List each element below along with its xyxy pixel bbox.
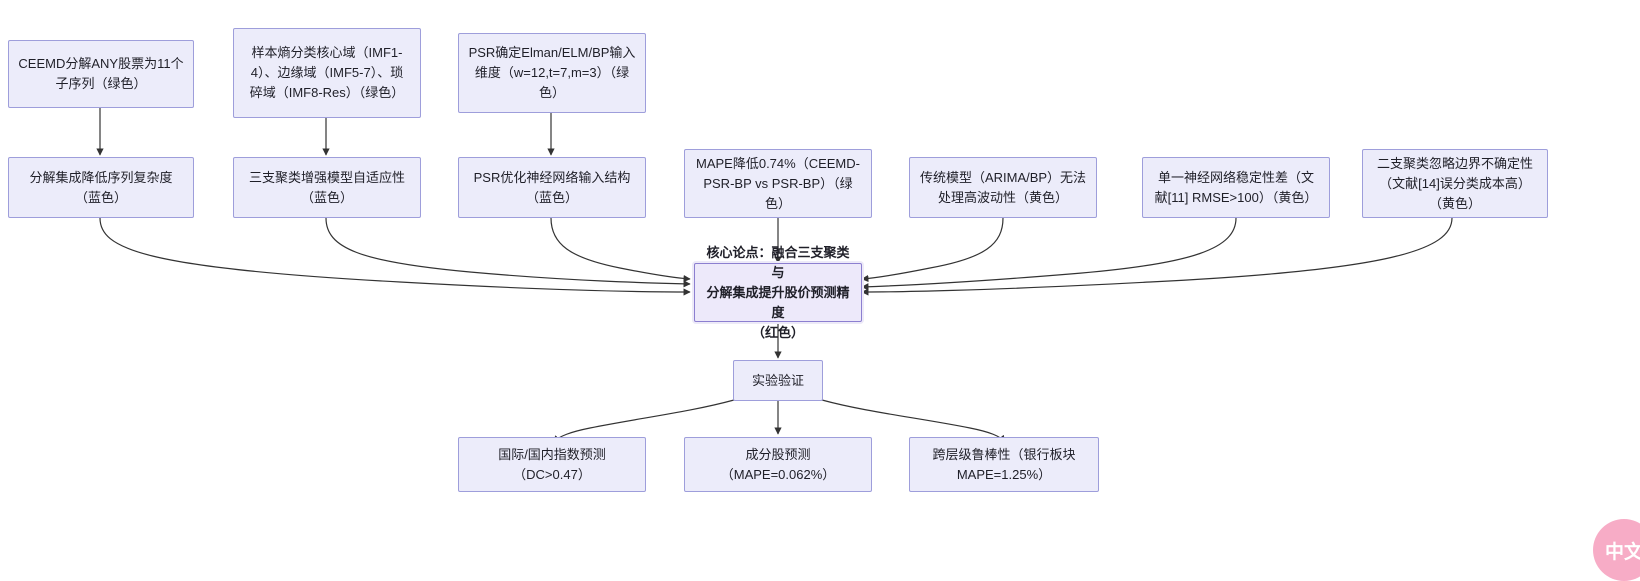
node-mape-improvement[interactable]: MAPE降低0.74%（CEEMD- PSR-BP vs PSR-BP）（绿 色… [684, 149, 872, 218]
node-label: 实验验证 [751, 372, 804, 388]
node-label: 传统模型（ARIMA/BP）无法 处理高波动性（黄色） [919, 169, 1087, 205]
node-core-thesis[interactable]: 核心论点：融合三支聚类与 分解集成提升股价预测精度 （红色） [694, 245, 862, 340]
node-experimental-validation[interactable]: 实验验证 [733, 360, 823, 401]
node-label: 二支聚类忽略边界不确定性 （文献[14]误分类成本高） （黄色） [1376, 155, 1533, 211]
node-label: 国际/国内指数预测 （DC>0.47） [498, 446, 606, 482]
node-label: PSR确定Elman/ELM/BP输入 维度（w=12,t=7,m=3）（绿 色… [468, 45, 636, 100]
node-label: 成分股预测 （MAPE=0.062%） [720, 446, 836, 482]
node-result-index-forecast[interactable]: 国际/国内指数预测 （DC>0.47） [458, 437, 646, 492]
node-label: 分解集成降低序列复杂度 （蓝色） [29, 169, 173, 205]
edge-n9-core [861, 217, 1237, 291]
edge-exp-r1 [552, 399, 735, 443]
node-single-network-instability[interactable]: 单一神经网络稳定性差（文 献[11] RMSE>100）（黄色） [1142, 157, 1330, 218]
edge-n6-core [550, 217, 691, 283]
node-traditional-model-limitation[interactable]: 传统模型（ARIMA/BP）无法 处理高波动性（黄色） [909, 157, 1097, 218]
edge-n8-core [861, 217, 1004, 283]
node-three-way-clustering-adaptivity[interactable]: 三支聚类增强模型自适应性 （蓝色） [233, 157, 421, 218]
node-label: PSR优化神经网络输入结构 （蓝色） [473, 169, 631, 205]
node-psr-input-dimension[interactable]: PSR确定Elman/ELM/BP输入 维度（w=12,t=7,m=3）（绿 色… [458, 33, 646, 113]
node-label: 跨层级鲁棒性（银行板块 MAPE=1.25%） [932, 446, 1076, 482]
node-result-constituent-stock[interactable]: 成分股预测 （MAPE=0.062%） [684, 437, 872, 492]
node-label: 三支聚类增强模型自适应性 （蓝色） [248, 169, 405, 205]
node-two-way-clustering-boundary[interactable]: 二支聚类忽略边界不确定性 （文献[14]误分类成本高） （黄色） [1362, 149, 1548, 218]
node-result-cross-level-robustness[interactable]: 跨层级鲁棒性（银行板块 MAPE=1.25%） [909, 437, 1099, 492]
edge-n10-core [861, 217, 1453, 296]
node-ceemd-decompose[interactable]: CEEMD分解ANY股票为11个 子序列（绿色） [8, 40, 194, 108]
node-label: 单一神经网络稳定性差（文 献[11] RMSE>100）（黄色） [1154, 169, 1318, 205]
node-sample-entropy-classification[interactable]: 样本熵分类核心域（IMF1- 4）、边缘域（IMF5-7）、琐 碎域（IMF8-… [233, 28, 421, 118]
edge-exp-r3 [821, 399, 1006, 443]
node-label: 核心论点：融合三支聚类与 分解集成提升股价预测精度 （红色） [706, 244, 850, 340]
node-label: MAPE降低0.74%（CEEMD- PSR-BP vs PSR-BP）（绿 色… [696, 155, 860, 211]
node-psr-optimizes-network-input[interactable]: PSR优化神经网络输入结构 （蓝色） [458, 157, 646, 218]
watermark-badge: 中文 [1593, 519, 1640, 581]
edge-n5-core [325, 217, 691, 288]
edge-n4-core [99, 217, 691, 296]
node-label: 样本熵分类核心域（IMF1- 4）、边缘域（IMF5-7）、琐 碎域（IMF8-… [249, 45, 405, 100]
node-decomposition-reduces-complexity[interactable]: 分解集成降低序列复杂度 （蓝色） [8, 157, 194, 218]
node-label: CEEMD分解ANY股票为11个 子序列（绿色） [18, 56, 184, 91]
watermark-text: 中文 [1604, 541, 1640, 563]
